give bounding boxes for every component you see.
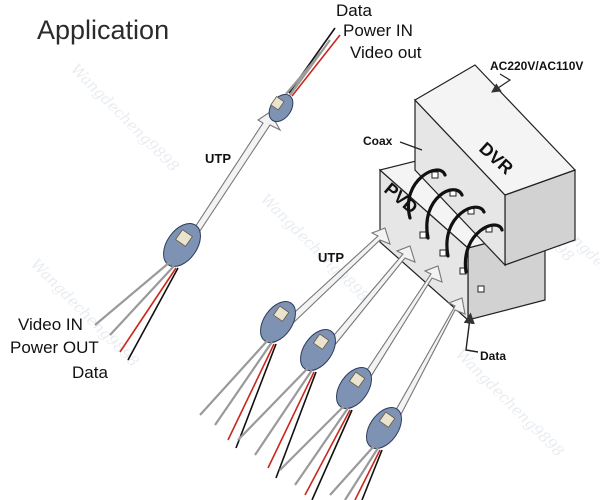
pvd-port: [477, 285, 485, 293]
watermark-text: Wangdecheng9898: [257, 190, 372, 305]
utp-arrow: [319, 245, 416, 352]
utp-arrows-bottom: [279, 227, 466, 427]
diagram-title: Application: [37, 15, 169, 45]
coax-label: Coax: [363, 134, 393, 148]
watermark-text: Wangdecheng9898: [452, 345, 567, 460]
watermark-text: Wangdecheng9898: [67, 60, 182, 175]
utp-arrow: [384, 297, 466, 427]
left-connector-label-3: Data: [72, 363, 108, 382]
power-arrow: [491, 73, 512, 93]
utp-arrow: [354, 265, 443, 387]
data-label: Data: [480, 349, 506, 363]
balun-unit-bottom-2: [237, 329, 336, 479]
power-label: AC220V/AC110V: [490, 59, 583, 73]
top-connector-label-1: Data: [336, 1, 372, 20]
dvr-box: [414, 64, 577, 267]
coax-pointer: [399, 141, 423, 151]
balun-unit-bottom-3: [279, 367, 372, 500]
utp-arrow: [279, 227, 391, 327]
left-connector-label-1: Video IN: [18, 315, 83, 334]
balun-unit-bottom-1: [199, 301, 296, 449]
top-connector-label-3: Video out: [350, 43, 422, 62]
balun-unit-left: [94, 223, 201, 361]
pvd-port: [419, 231, 427, 239]
balun-unit-bottom-4: [329, 407, 402, 500]
pvd-port: [439, 249, 447, 257]
top-connector-label-2: Power IN: [343, 21, 413, 40]
utp-label-top: UTP: [205, 151, 231, 166]
coax-cables: [406, 168, 504, 274]
dvr-port: [431, 171, 439, 179]
balun-unit-top: [268, 27, 341, 123]
utp-label-bottom: UTP: [318, 250, 344, 265]
left-connector-label-2: Power OUT: [10, 338, 99, 357]
data-arrow: [463, 312, 479, 353]
